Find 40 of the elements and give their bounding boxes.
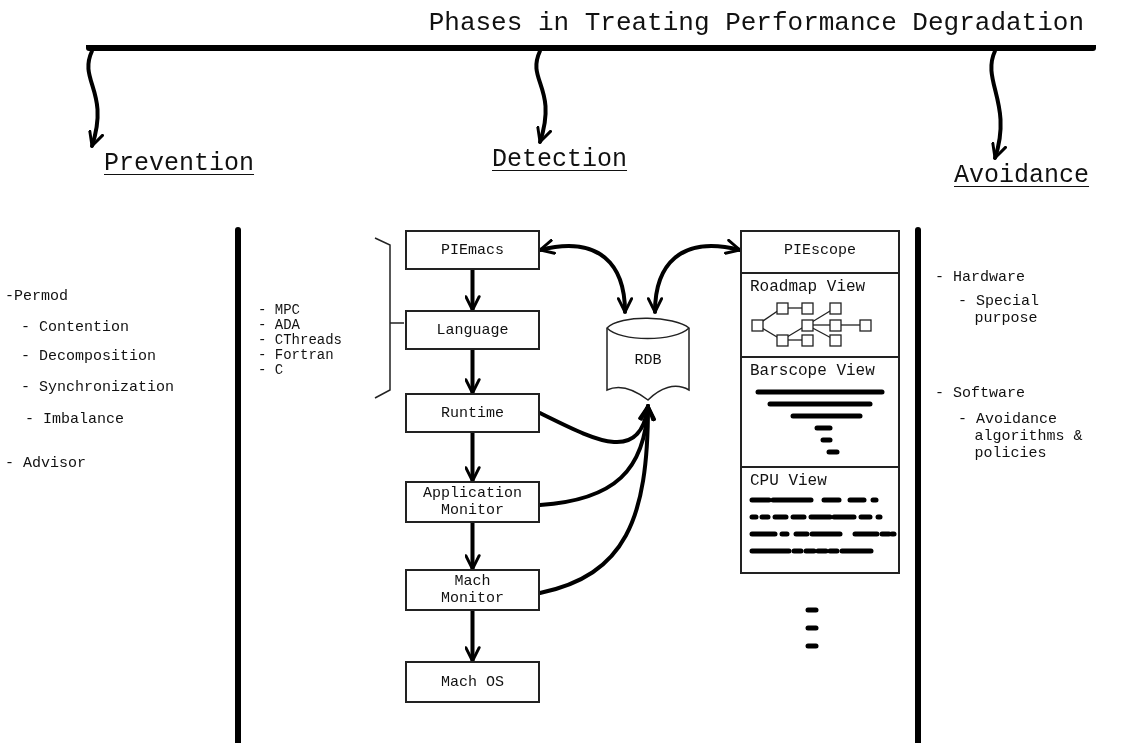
- list-item: - C: [258, 363, 285, 378]
- process-box: PIEmacs: [405, 230, 540, 270]
- list-item: - Software: [935, 385, 1026, 402]
- list-item: - Hardware: [935, 269, 1026, 286]
- list-item: -Permod: [5, 288, 69, 305]
- phase-heading: Prevention: [86, 146, 266, 182]
- arrow: [647, 239, 742, 314]
- view-title: CPU View: [750, 472, 827, 490]
- arrow: [464, 348, 481, 395]
- view-title: Barscope View: [750, 362, 875, 380]
- arrow: [464, 609, 481, 663]
- process-box: Mach Monitor: [405, 569, 540, 611]
- heading-text: Phases in Treating Performance Degradation: [428, 8, 1084, 38]
- list-item: - Imbalance: [25, 411, 126, 428]
- process-box: Application Monitor: [405, 481, 540, 523]
- arrow: [86, 49, 104, 148]
- list-item: - Avoidance algorithms & policies: [958, 411, 1084, 462]
- process-box: Language: [405, 310, 540, 350]
- list-item: - Fortran: [258, 348, 335, 363]
- view-title: Roadmap View: [750, 278, 866, 296]
- process-box: Runtime: [405, 393, 540, 433]
- database-label: RDB: [633, 352, 663, 369]
- list-item: - ADA: [258, 318, 301, 333]
- list-item: - CThreads: [258, 333, 343, 348]
- list-item: - Special purpose: [958, 293, 1040, 327]
- list-item: - Synchronization: [21, 379, 176, 396]
- list-item: - Advisor: [5, 455, 87, 472]
- arrow: [989, 49, 1007, 160]
- phase-heading: Avoidance: [936, 158, 1122, 194]
- arrow: [464, 521, 481, 571]
- phase-heading: Detection: [474, 142, 654, 178]
- arrow: [534, 49, 552, 144]
- process-box: Mach OS: [405, 661, 540, 703]
- list-item: - MPC: [258, 303, 301, 318]
- list-item: - Decomposition: [21, 348, 158, 365]
- arrow: [464, 268, 481, 312]
- panel-title: PIEscope: [783, 242, 857, 259]
- list-item: - Contention: [21, 319, 131, 336]
- view-panel: [740, 230, 900, 574]
- arrow: [464, 431, 481, 483]
